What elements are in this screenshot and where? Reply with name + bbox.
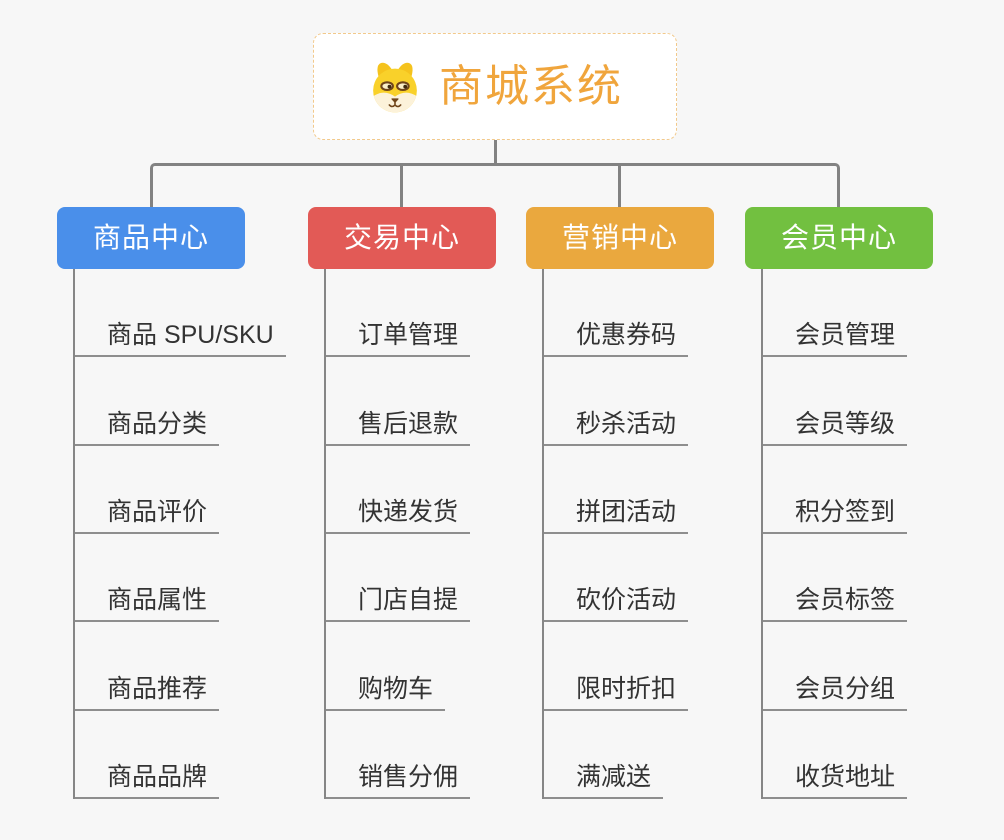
branch-rail-connector [150,163,840,207]
leaf-node[interactable]: 会员分组 [763,676,908,711]
leaf-row: 商品分类 [75,357,286,446]
leaf-row: 满减送 [544,711,714,799]
branch-children-trunk: 商品 SPU/SKU 商品分类 商品评价 商品属性 商品推荐 商品品牌 [73,269,286,799]
shiba-dog-face-icon [367,59,423,115]
leaf-node[interactable]: 限时折扣 [544,676,689,711]
leaf-row: 销售分佣 [326,711,496,799]
root-node[interactable]: 商城系统 [313,33,677,140]
leaf-row: 秒杀活动 [544,357,714,446]
leaf-node[interactable]: 商品属性 [75,588,220,623]
leaf-row: 商品推荐 [75,622,286,711]
leaf-row: 会员标签 [763,534,933,623]
leaf-row: 商品 SPU/SKU [75,269,286,358]
branch-drop-connector-2 [400,163,403,207]
branch-node[interactable]: 商品中心 [57,207,245,269]
leaf-node[interactable]: 砍价活动 [544,588,689,623]
branch-drop-connector-3 [618,163,621,207]
branch-children-trunk: 订单管理 售后退款 快递发货 门店自提 购物车 销售分佣 [324,269,496,799]
leaf-row: 商品属性 [75,534,286,623]
leaf-row: 购物车 [326,622,496,711]
leaf-row: 限时折扣 [544,622,714,711]
leaf-node[interactable]: 秒杀活动 [544,411,689,446]
leaf-node[interactable]: 积分签到 [763,499,908,534]
branch-children-trunk: 会员管理 会员等级 积分签到 会员标签 会员分组 收货地址 [761,269,933,799]
leaf-node[interactable]: 销售分佣 [326,764,471,799]
branch-column-2: 交易中心 订单管理 售后退款 快递发货 门店自提 购物车 销售分佣 [308,207,496,799]
leaf-row: 会员管理 [763,269,933,358]
leaf-row: 商品品牌 [75,711,286,799]
leaf-node[interactable]: 满减送 [544,764,664,799]
leaf-node[interactable]: 拼团活动 [544,499,689,534]
branch-label: 会员中心 [780,222,897,253]
branch-label: 商品中心 [92,222,209,253]
leaf-node[interactable]: 会员管理 [763,323,908,358]
leaf-node[interactable]: 优惠券码 [544,323,689,358]
leaf-row: 会员分组 [763,622,933,711]
branch-node[interactable]: 营销中心 [526,207,714,269]
leaf-node[interactable]: 会员标签 [763,588,908,623]
leaf-node[interactable]: 商品 SPU/SKU [75,323,286,358]
branch-column-3: 营销中心 优惠券码 秒杀活动 拼团活动 砍价活动 限时折扣 满减送 [526,207,714,799]
leaf-row: 拼团活动 [544,446,714,534]
branch-column-1: 商品中心 商品 SPU/SKU 商品分类 商品评价 商品属性 商品推荐 商品品牌 [57,207,286,799]
leaf-node[interactable]: 商品评价 [75,499,220,534]
branch-node[interactable]: 会员中心 [745,207,933,269]
leaf-node[interactable]: 购物车 [326,676,446,711]
branch-label: 交易中心 [343,222,460,253]
leaf-row: 优惠券码 [544,269,714,358]
branch-label: 营销中心 [561,222,678,253]
leaf-node[interactable]: 门店自提 [326,588,471,623]
leaf-row: 门店自提 [326,534,496,623]
leaf-row: 商品评价 [75,446,286,534]
branch-node[interactable]: 交易中心 [308,207,496,269]
leaf-node[interactable]: 快递发货 [326,499,471,534]
leaf-row: 收货地址 [763,711,933,799]
leaf-row: 售后退款 [326,357,496,446]
branch-column-4: 会员中心 会员管理 会员等级 积分签到 会员标签 会员分组 收货地址 [745,207,933,799]
root-label: 商城系统 [439,61,623,111]
leaf-node[interactable]: 会员等级 [763,411,908,446]
branch-children-trunk: 优惠券码 秒杀活动 拼团活动 砍价活动 限时折扣 满减送 [542,269,714,799]
leaf-row: 砍价活动 [544,534,714,623]
leaf-node[interactable]: 商品品牌 [75,764,220,799]
leaf-row: 订单管理 [326,269,496,358]
root-stem-connector [494,140,497,166]
leaf-row: 积分签到 [763,446,933,534]
leaf-node[interactable]: 商品推荐 [75,676,220,711]
leaf-node[interactable]: 商品分类 [75,411,220,446]
leaf-row: 快递发货 [326,446,496,534]
leaf-node[interactable]: 售后退款 [326,411,471,446]
leaf-node[interactable]: 订单管理 [326,323,471,358]
leaf-node[interactable]: 收货地址 [763,764,908,799]
leaf-row: 会员等级 [763,357,933,446]
